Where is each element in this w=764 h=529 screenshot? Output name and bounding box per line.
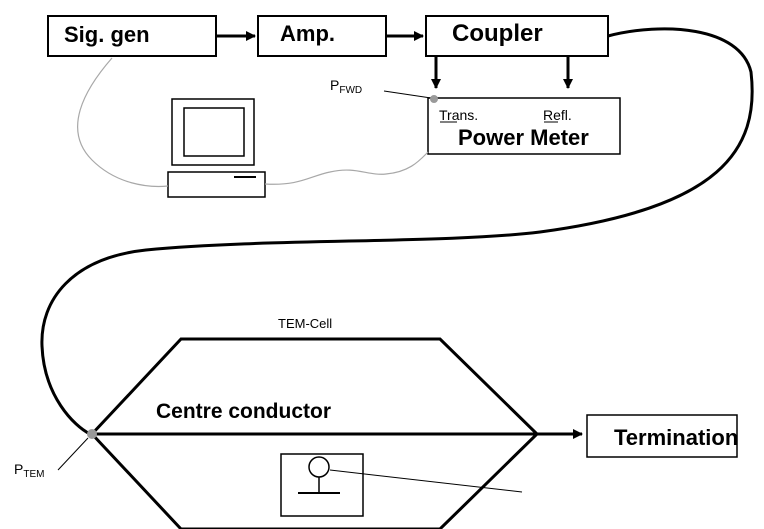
- termination-label: Termination: [614, 425, 739, 450]
- termination-block: [586, 414, 738, 458]
- p-tem-label: PTEM: [14, 461, 45, 480]
- centre-conductor-label: Centre conductor: [156, 400, 332, 423]
- power-meter-block: [427, 97, 621, 155]
- field-probe-lead: [329, 469, 523, 493]
- p-tem-pointer: [57, 437, 89, 471]
- control-cable-power-meter: [264, 151, 429, 185]
- p-tem-main: P: [14, 461, 24, 477]
- coax-cable: [40, 27, 754, 436]
- p-tem-probe-dot: [87, 429, 97, 439]
- coupler-label: Coupler: [452, 20, 543, 47]
- tem-cell-title: TEM-Cell: [278, 316, 333, 331]
- p-tem-subscript: TEM: [23, 469, 45, 480]
- computer-screen: [183, 107, 245, 157]
- trans-label: Trans.: [439, 107, 479, 123]
- p-fwd-label: PFWD: [330, 77, 363, 96]
- coupler-block: [425, 15, 609, 57]
- computer-base: [167, 171, 266, 198]
- amp-label: Amp.: [280, 21, 335, 46]
- p-fwd-pointer: [383, 90, 432, 99]
- sig-gen-label: Sig. gen: [64, 22, 150, 47]
- field-probe-sensor: [308, 456, 330, 478]
- p-fwd-subscript: FWD: [339, 85, 363, 96]
- sig-gen-block: [47, 15, 217, 57]
- p-fwd-probe-dot: [430, 95, 438, 103]
- power-meter-label: Power Meter: [458, 125, 589, 150]
- refl-label: Refl.: [543, 107, 572, 123]
- amp-block: [257, 15, 387, 57]
- control-cable-sig-gen: [77, 57, 169, 188]
- p-fwd-main: P: [330, 77, 340, 93]
